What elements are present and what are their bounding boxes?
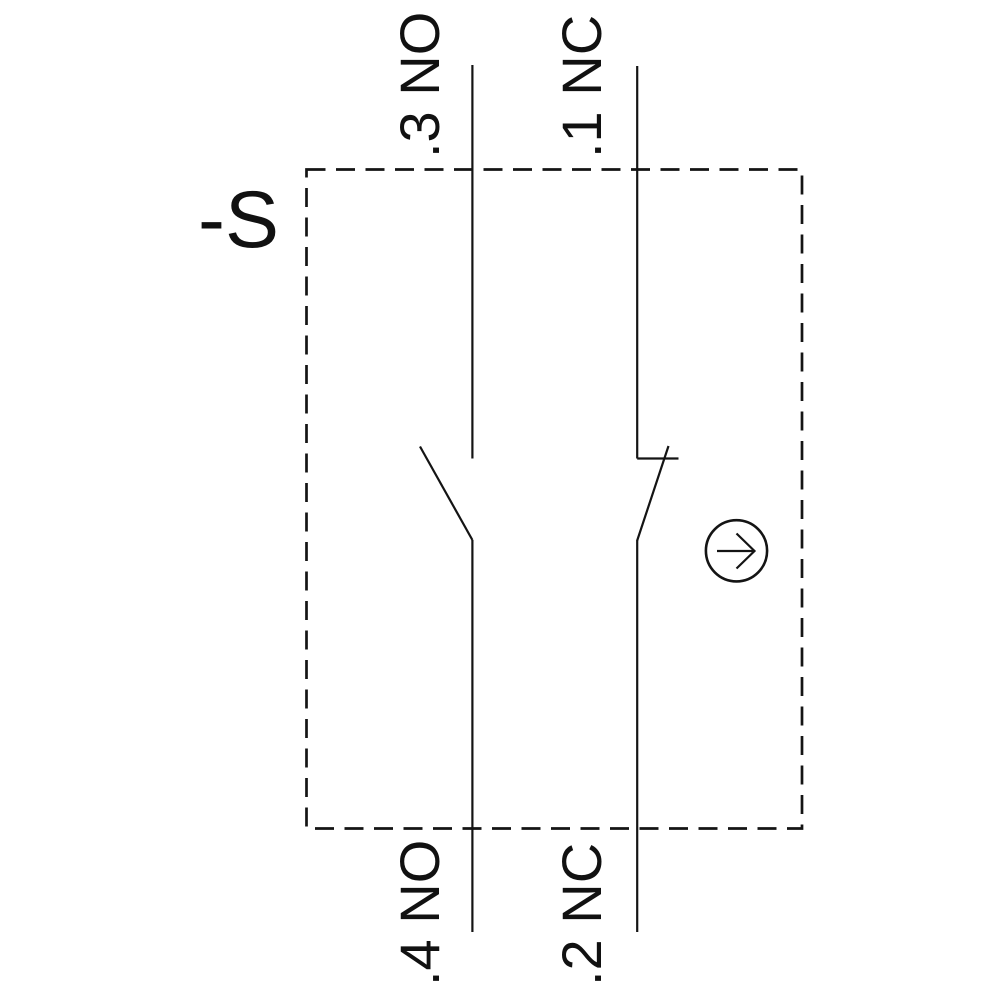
terminal-label-3-no: .3 NO xyxy=(388,11,451,158)
terminal-label-4-no: .4 NO xyxy=(388,839,451,986)
actuator-arrow-head xyxy=(735,532,757,570)
arrow-right-circle-icon xyxy=(704,518,769,583)
device-label: -S xyxy=(198,175,279,265)
device-boundary-dashed-box xyxy=(305,168,804,830)
actuator-circle xyxy=(704,518,769,583)
terminal-label-1-nc: .1 NC xyxy=(550,14,613,158)
terminal-label-2-nc: .2 NC xyxy=(550,842,613,986)
no-contact-moving-blade xyxy=(419,445,474,541)
no-contact-symbol xyxy=(419,65,474,932)
nc-contact-symbol xyxy=(636,66,679,932)
nc-contact-moving-blade xyxy=(636,445,670,541)
